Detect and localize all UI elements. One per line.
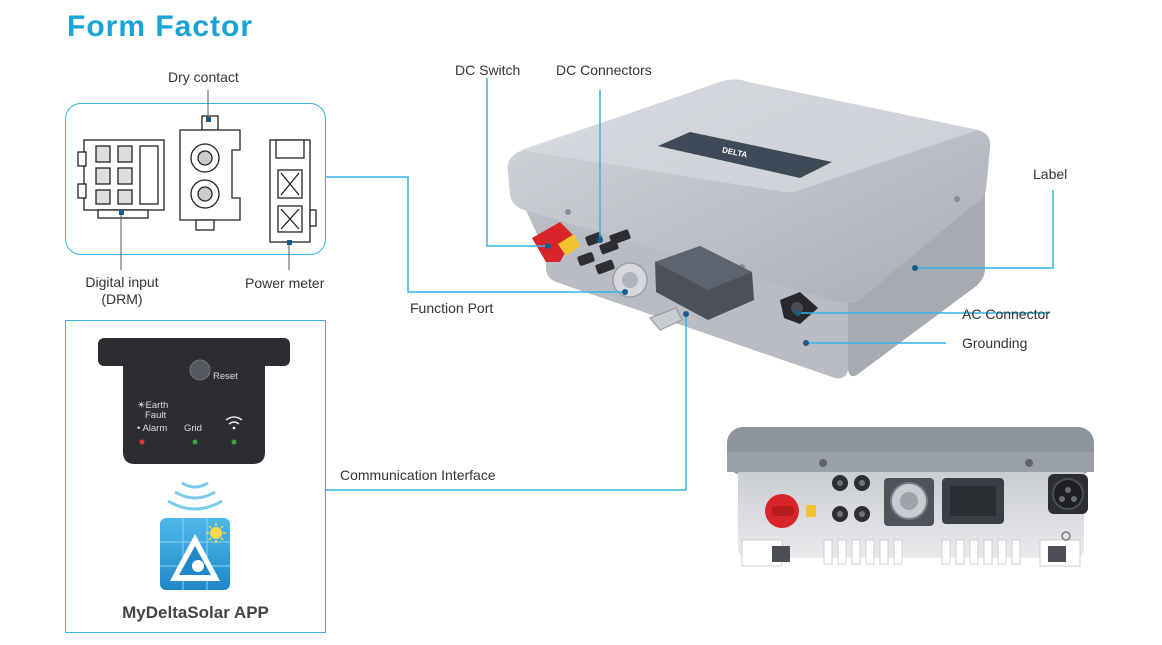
digital-input-connector [77,139,165,219]
app-name: MyDeltaSolar APP [122,603,269,622]
reset-label: Reset [213,371,238,382]
communication-interface-label: Communication Interface [340,467,496,483]
dc-switch [532,222,580,262]
inverter-main [507,79,991,379]
grid-label: Grid [184,423,202,434]
page-title: Form Factor [67,10,254,43]
dry-contact-connector [179,115,241,231]
dc-connectors-label: DC Connectors [556,62,652,78]
dry-contact-label: Dry contact [168,69,239,85]
alarm-led [139,439,145,445]
callout-lines [326,78,1054,491]
alarm-text: Alarm [142,423,168,434]
callout-dots [545,237,918,346]
wifi-led [231,439,237,445]
dc-connectors [577,229,631,275]
fault-label: Fault [145,410,167,421]
bottom-dc-connectors [832,475,870,522]
grounding-label: Grounding [962,335,1028,351]
reset-button-icon [189,359,211,381]
alarm-label: • Alarm [137,423,168,434]
digital-input-label: Digital input [85,274,159,290]
bottom-comm-module [942,478,1004,524]
inverter-bottom-view [727,427,1094,567]
dry-contact-marker [206,117,211,122]
ac-connector-label: AC Connector [962,306,1050,322]
bottom-ac-connector [1048,474,1088,514]
earth-label: ☀Earth [137,400,169,411]
app-icon [160,518,230,590]
dc-switch-label: DC Switch [455,62,521,78]
grid-led [192,439,198,445]
power-meter-marker [287,240,292,245]
digital-input-marker [119,210,124,215]
power-meter-label: Power meter [245,275,325,291]
wifi-icon [225,416,243,430]
bottom-function-port [884,478,934,526]
function-port-label: Function Port [410,300,494,316]
bottom-dc-switch [765,494,816,528]
label-label: Label [1033,166,1068,182]
delta-label-plate [658,132,832,178]
earth-text: Earth [145,400,169,411]
sun-icon [206,523,226,543]
wireless-signal-icon [167,481,223,511]
wifi-dongle [98,338,290,464]
power-meter-connector [269,139,317,243]
digital-input-sublabel: (DRM) [101,291,143,307]
